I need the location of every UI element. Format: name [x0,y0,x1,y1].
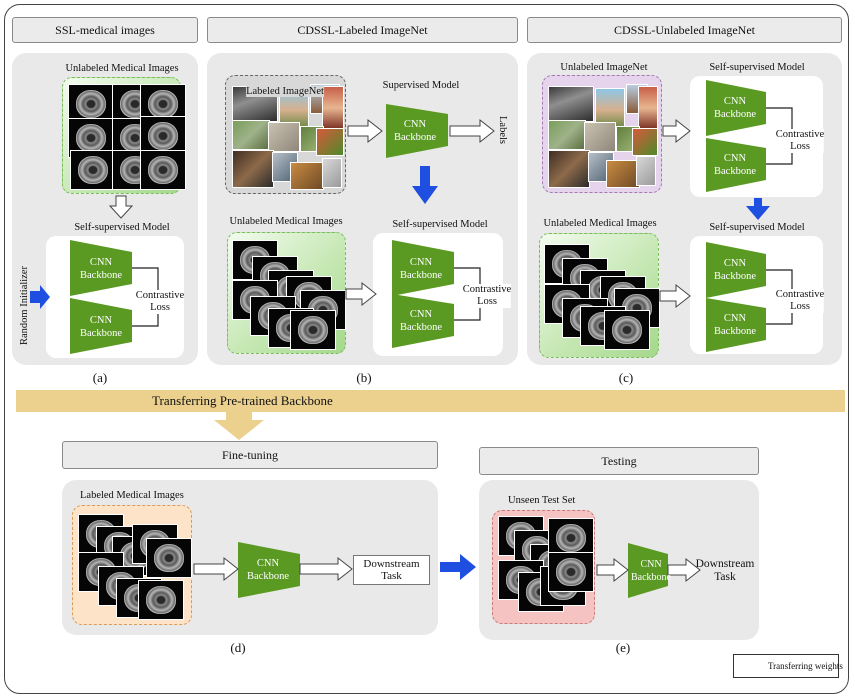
cnn-a-bottom [70,298,132,354]
legend-label: Transferring weights [768,661,843,671]
panel-a-images-label: Unlabeled Medical Images [65,63,179,74]
cnn-c-bottom-1 [706,242,766,298]
caption-b: (b) [356,370,372,385]
panel-b-imagenet-label: Labeled ImageNet [246,86,324,97]
mri-slice [146,538,192,578]
transfer-label: Transferring Pre-trained Backbone [152,393,333,408]
mri-slice [548,552,594,592]
mri-slice [70,150,116,190]
caption-a: (a) [92,370,108,385]
transfer-band [16,390,845,412]
mri-slice [140,150,186,190]
panel-d-images-label: Labeled Medical Images [80,490,184,501]
mri-slice [604,310,650,350]
hollow-arrow-b-med [345,281,377,307]
cnn-b-supervised [386,104,448,158]
hollow-arrow-c-med [659,283,691,309]
header-ssl-medical: SSL-medical images [12,17,198,43]
cnn-a-top [70,240,132,296]
caption-e: (e) [615,640,631,655]
header-testing: Testing [479,447,759,475]
mri-slice [548,518,594,558]
panel-c-med-label: Unlabeled Medical Images [543,218,657,229]
mri-slice [68,84,114,124]
hollow-arrow-c-imagenet [662,118,691,144]
transfer-down-arrow [214,412,264,440]
panel-b-med-label: Unlabeled Medical Images [229,216,343,227]
panel-a-model-label: Self-supervised Model [74,222,170,233]
panel-e-images-label: Unseen Test Set [508,495,576,506]
header-cdssl-labeled: CDSSL-Labeled ImageNet [207,17,518,43]
cnn-e [628,543,668,598]
mri-slice [290,310,336,350]
blue-down-arrow-b [412,166,438,204]
hollow-down-arrow-a [108,195,134,219]
mri-slice [138,580,184,620]
blue-arrow-random-init [30,285,50,309]
cnn-b-top [392,240,454,296]
hollow-arrow-sup-to-labels [449,118,495,144]
panel-c-imagenet-label: Unlabeled ImageNet [560,62,648,73]
panel-b-sup-model-label: Supervised Model [382,80,460,91]
caption-c: (c) [618,370,634,385]
legend [733,654,839,678]
hollow-arrow-d-to-cnn [193,556,239,582]
random-initializer-label: Random Initializer [19,265,30,345]
header-finetuning: Fine-tuning [62,441,438,469]
figure-frame [4,4,849,694]
cnn-d [238,542,300,598]
header-cdssl-unlabeled: CDSSL-Unlabeled ImageNet [527,17,842,43]
labels-text: Labels [497,116,508,144]
hollow-arrow-b-to-sup [347,118,383,144]
hollow-arrow-e-to-cnn [596,557,629,583]
cnn-c-top-2 [706,138,766,192]
blue-arrow-d-to-e [440,554,476,580]
blue-down-arrow-c [746,198,770,220]
panel-c-ssl-model-top-label: Self-supervised Model [709,62,805,73]
panel-b-ssl-model-label: Self-supervised Model [392,219,488,230]
cnn-c-top-1 [706,80,766,136]
hollow-arrow-d-to-task [299,556,353,582]
cnn-b-bottom [392,294,454,348]
hollow-arrow-e-to-task [667,557,701,583]
caption-d: (d) [230,640,246,655]
panel-c-ssl-model-bottom-label: Self-supervised Model [709,222,805,233]
cnn-c-bottom-2 [706,298,766,352]
